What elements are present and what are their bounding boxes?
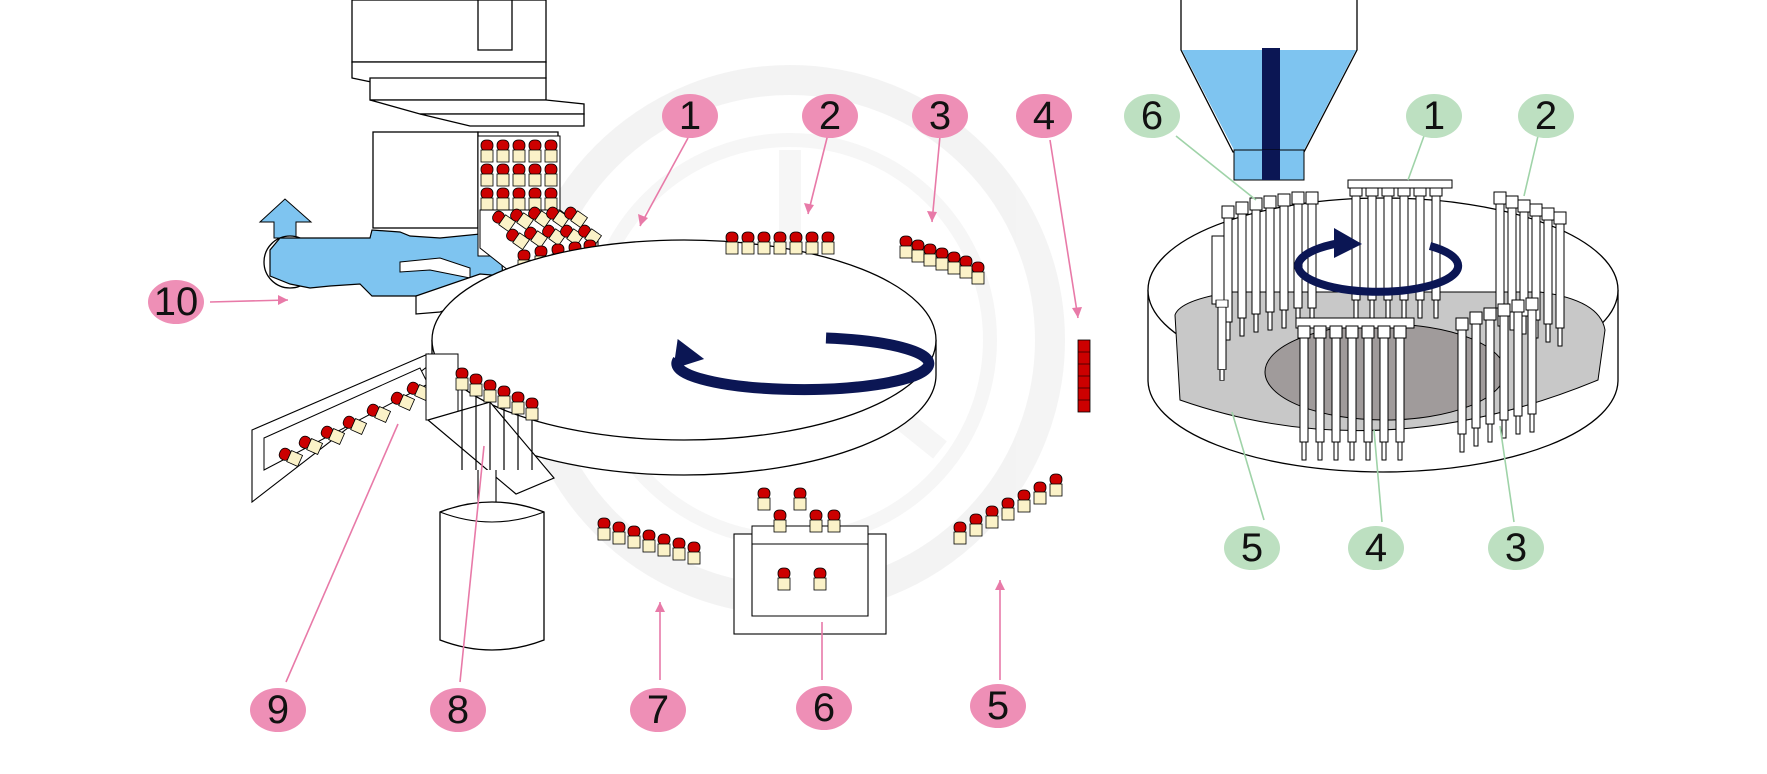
- right-label-6: 6: [1124, 94, 1180, 138]
- right-label-1: 1: [1406, 94, 1462, 138]
- left-label-3: 3: [912, 94, 968, 138]
- left-label-9: 9: [250, 688, 306, 732]
- right-label-4: 4: [1348, 526, 1404, 570]
- left-label-7: 7: [630, 688, 686, 732]
- right-label-2: 2: [1518, 94, 1574, 138]
- left-label-4: 4: [1016, 94, 1072, 138]
- station-2-capsules: [725, 231, 835, 255]
- dosator-group-5: [1215, 299, 1229, 381]
- turntable: [431, 239, 937, 476]
- dosator-group-4: [1295, 317, 1415, 461]
- station-6-box: [733, 487, 887, 635]
- left-label-8: 8: [430, 688, 486, 732]
- machine-housing: [351, 0, 585, 241]
- left-machine: [251, 0, 1091, 651]
- rotation-arrow-right-icon: [1294, 228, 1463, 296]
- ejector-assembly: [426, 367, 555, 651]
- rotation-arrow-icon: [671, 332, 935, 396]
- pink-leader-lines: [209, 133, 1079, 683]
- right-label-5: 5: [1224, 526, 1280, 570]
- left-label-10: 10: [148, 280, 204, 324]
- dosator-group-1: [1347, 179, 1453, 319]
- left-label-6: 6: [796, 686, 852, 730]
- left-label-1: 1: [662, 94, 718, 138]
- reject-chute: [251, 353, 459, 504]
- left-label-5: 5: [970, 684, 1026, 728]
- green-leader-lines: [1175, 135, 1539, 523]
- right-label-3: 3: [1488, 526, 1544, 570]
- station-4-capsules: [1077, 339, 1091, 413]
- vertical-capsules-top: [480, 139, 558, 211]
- left-label-2: 2: [802, 94, 858, 138]
- leader-arrowheads: [278, 203, 1082, 612]
- right-machine: [1147, 0, 1619, 473]
- powder-hopper: [1180, 0, 1358, 181]
